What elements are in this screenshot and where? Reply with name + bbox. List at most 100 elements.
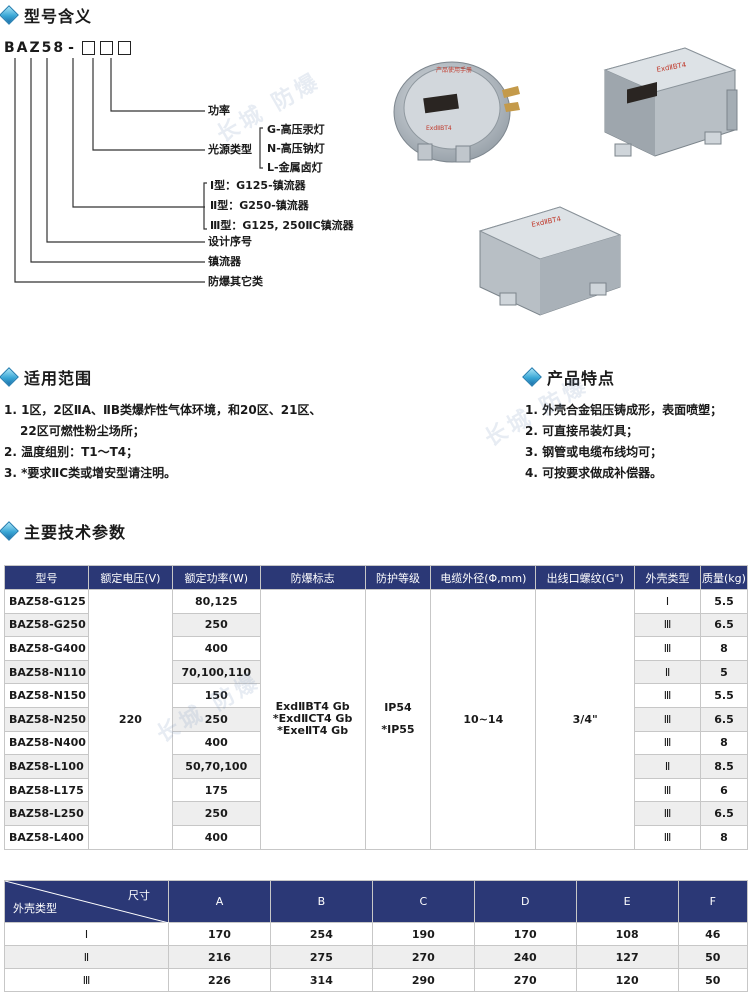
- corner-cell: 尺寸 外壳类型: [4, 880, 169, 923]
- plate-text-1: ExdⅡBT4: [426, 125, 452, 132]
- table-cell: Ⅱ: [634, 659, 701, 685]
- header-cell: B: [269, 880, 373, 923]
- model-dash: -: [68, 40, 76, 56]
- model-prefix: BAZ58: [4, 40, 66, 56]
- label-type3: Ⅲ型：G125, 250ⅡC镇流器: [210, 219, 354, 232]
- table-cell: 5.5: [699, 589, 749, 614]
- table-cell: BAZ58-N110: [4, 659, 89, 685]
- section-title: 适用范围: [24, 369, 93, 388]
- list-item: 3. 钢管或电缆布线均可；: [525, 445, 663, 459]
- label-light-source: 光源类型: [208, 143, 252, 156]
- table-cell: BAZ58-L400: [4, 824, 89, 850]
- list-item: 4. 可按要求做成补偿器。: [525, 466, 663, 480]
- section-params: 主要技术参数: [0, 520, 127, 542]
- table-cell: Ⅰ: [4, 922, 169, 946]
- table-cell: 10~14: [430, 589, 537, 850]
- header-cell: 型号: [4, 565, 89, 590]
- header-cell: E: [575, 880, 679, 923]
- protection-line: *IP55: [381, 723, 415, 737]
- table-cell: 250: [171, 612, 261, 638]
- table-cell: 150: [171, 683, 261, 708]
- table-cell: Ⅰ: [634, 589, 701, 614]
- header-cell: 防护等级: [364, 565, 432, 590]
- table-cell: 216: [168, 945, 271, 969]
- table-cell: Ⅲ: [634, 777, 701, 803]
- header-cell: 质量(kg): [699, 565, 749, 590]
- label-type2: Ⅱ型：G250-镇流器: [210, 199, 309, 212]
- list-item: 1. 外壳合金铝压铸成形，表面喷塑；: [525, 403, 723, 417]
- table-cell: 8.5: [699, 754, 749, 779]
- header-cell: 防爆标志: [259, 565, 366, 590]
- table-header-row: 尺寸 外壳类型 A B C D E F: [4, 880, 749, 923]
- ex-mark-line: *ExdⅡCT4 Gb: [272, 712, 353, 726]
- label-ballast: 镇流器: [208, 255, 241, 268]
- product-photo-round: 产品使用手册 ExdⅡBT4: [393, 61, 520, 163]
- corner-top-label: 尺寸: [128, 889, 150, 902]
- table-cell: 80,125: [171, 589, 261, 614]
- table-cell: Ⅲ: [634, 683, 701, 708]
- model-connector-lines: [14, 58, 263, 283]
- table-cell: 5.5: [699, 683, 749, 708]
- scope-list: 1. 1区，2区ⅡA、ⅡB类爆炸性气体环境，和20区、21区、 22区可燃性粉尘…: [4, 400, 321, 484]
- label-type1: Ⅰ型：G125-镇流器: [210, 179, 306, 192]
- table-cell: 400: [171, 730, 261, 756]
- label-ex: 防爆其它类: [208, 275, 263, 288]
- table-cell: Ⅲ: [634, 636, 701, 661]
- section-model-meaning: 型号含义: [0, 4, 93, 26]
- model-code: BAZ58 -: [4, 40, 131, 56]
- table-cell: BAZ58-N150: [4, 683, 89, 708]
- table-cell: 254: [269, 922, 373, 946]
- table-cell: 127: [575, 945, 679, 969]
- table-cell: BAZ58-G250: [4, 612, 89, 638]
- product-photo-box-1: ExdⅡBT4: [603, 47, 738, 157]
- table-header-row: 型号 额定电压(V) 额定功率(W) 防爆标志 防护等级 电缆外径(Φ,mm) …: [4, 565, 749, 590]
- header-cell: D: [473, 880, 577, 923]
- table-cell: Ⅲ: [634, 730, 701, 756]
- table-cell: 270: [473, 968, 577, 992]
- table-cell: 170: [473, 922, 577, 946]
- table-cell: 270: [371, 945, 475, 969]
- header-cell: A: [168, 880, 271, 923]
- table-cell: 46: [677, 922, 749, 946]
- table-cell: Ⅲ: [4, 968, 169, 992]
- table-cell: 50,70,100: [171, 754, 261, 779]
- list-item: 22区可燃性粉尘场所；: [20, 424, 145, 438]
- table-cell: 6.5: [699, 801, 749, 826]
- table-cell: 8: [699, 730, 749, 756]
- table-cell: 6.5: [699, 612, 749, 638]
- label-l: L-金属卤灯: [267, 161, 323, 174]
- label-design: 设计序号: [208, 235, 252, 248]
- params-table: 型号 额定电压(V) 额定功率(W) 防爆标志 防护等级 电缆外径(Φ,mm) …: [4, 565, 749, 850]
- table-cell: BAZ58-L100: [4, 754, 89, 779]
- header-cell: 额定功率(W): [171, 565, 261, 590]
- header-cell: 外壳类型: [634, 565, 701, 590]
- table-cell: Ⅲ: [634, 706, 701, 732]
- table-cell: 50: [677, 945, 749, 969]
- table-cell: BAZ58-N400: [4, 730, 89, 756]
- table-cell: Ⅱ: [634, 754, 701, 779]
- diamond-icon: [522, 367, 542, 387]
- section-features: 产品特点: [522, 366, 615, 388]
- table-cell: BAZ58-G400: [4, 636, 89, 661]
- section-title: 主要技术参数: [24, 523, 127, 542]
- table-cell: BAZ58-L175: [4, 777, 89, 803]
- label-n: N-高压钠灯: [267, 142, 325, 155]
- table-cell: 400: [171, 636, 261, 661]
- ex-mark-line: *ExeⅡT4 Gb: [277, 724, 349, 738]
- table-cell: ExdⅡBT4 Gb*ExdⅡCT4 Gb*ExeⅡT4 Gb: [259, 589, 366, 850]
- header-cell: F: [677, 880, 749, 923]
- table-cell: 250: [171, 801, 261, 826]
- code-box-3: [117, 41, 131, 55]
- svg-text:产品使用手册: 产品使用手册: [436, 66, 472, 74]
- label-power: 功率: [208, 104, 230, 117]
- section-title: 型号含义: [24, 7, 93, 26]
- table-cell: IP54*IP55: [364, 589, 432, 850]
